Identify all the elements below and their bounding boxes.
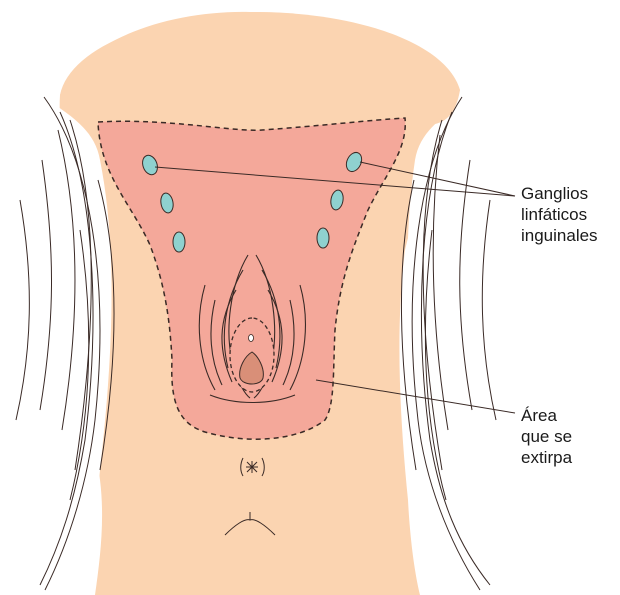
abdomen-top (60, 12, 460, 125)
excised-area-label-line-1: Área (521, 405, 572, 426)
excised-area-label-line-2: que se (521, 426, 572, 447)
lymph-nodes-label-line-1: Ganglios (521, 183, 598, 204)
lymph-nodes-label-line-2: linfáticos (521, 204, 598, 225)
excised-area-label: Área que se extirpa (521, 405, 572, 468)
lymph-node-left-3[interactable] (173, 232, 185, 252)
excised-area-label-line-3: extirpa (521, 447, 572, 468)
lymph-nodes-label: Ganglios linfáticos inguinales (521, 183, 598, 246)
left-thigh (0, 98, 112, 592)
right-thigh (407, 98, 620, 592)
lymph-node-right-3[interactable] (317, 228, 329, 248)
lymph-nodes-label-line-3: inguinales (521, 225, 598, 246)
urethral-opening (249, 335, 254, 342)
